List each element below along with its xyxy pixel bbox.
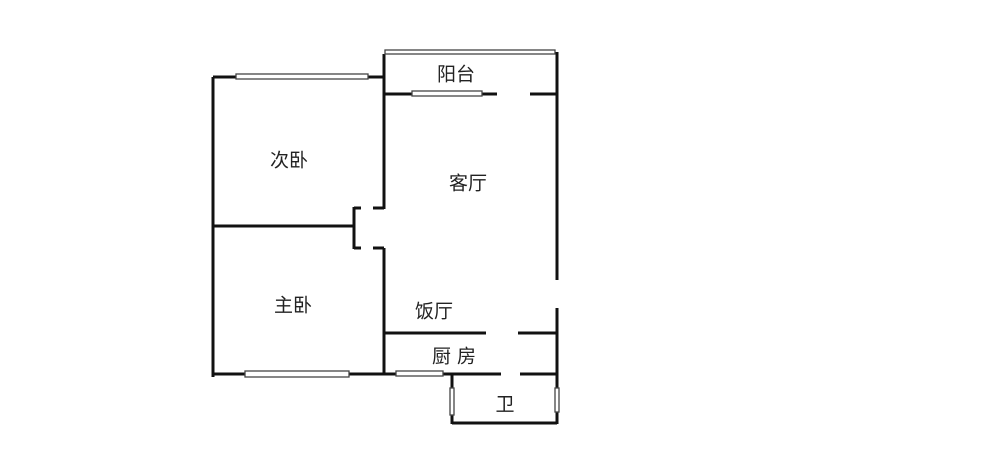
room-label-kitchen: 厨 房	[431, 345, 477, 368]
window	[449, 387, 455, 416]
window	[395, 370, 444, 377]
room-label-second-bedroom: 次卧	[269, 149, 309, 172]
window	[554, 387, 560, 413]
room-label-master-bedroom: 主卧	[273, 294, 313, 317]
windows	[235, 49, 560, 416]
room-label-bathroom: 卫	[495, 393, 515, 416]
window	[411, 90, 483, 97]
walls	[211, 52, 559, 425]
window	[244, 370, 350, 378]
window	[235, 73, 369, 80]
room-label-living-room: 客厅	[448, 172, 488, 195]
room-label-dining-room: 饭厅	[414, 300, 454, 323]
room-label-balcony: 阳台	[436, 63, 476, 86]
window	[384, 49, 556, 55]
